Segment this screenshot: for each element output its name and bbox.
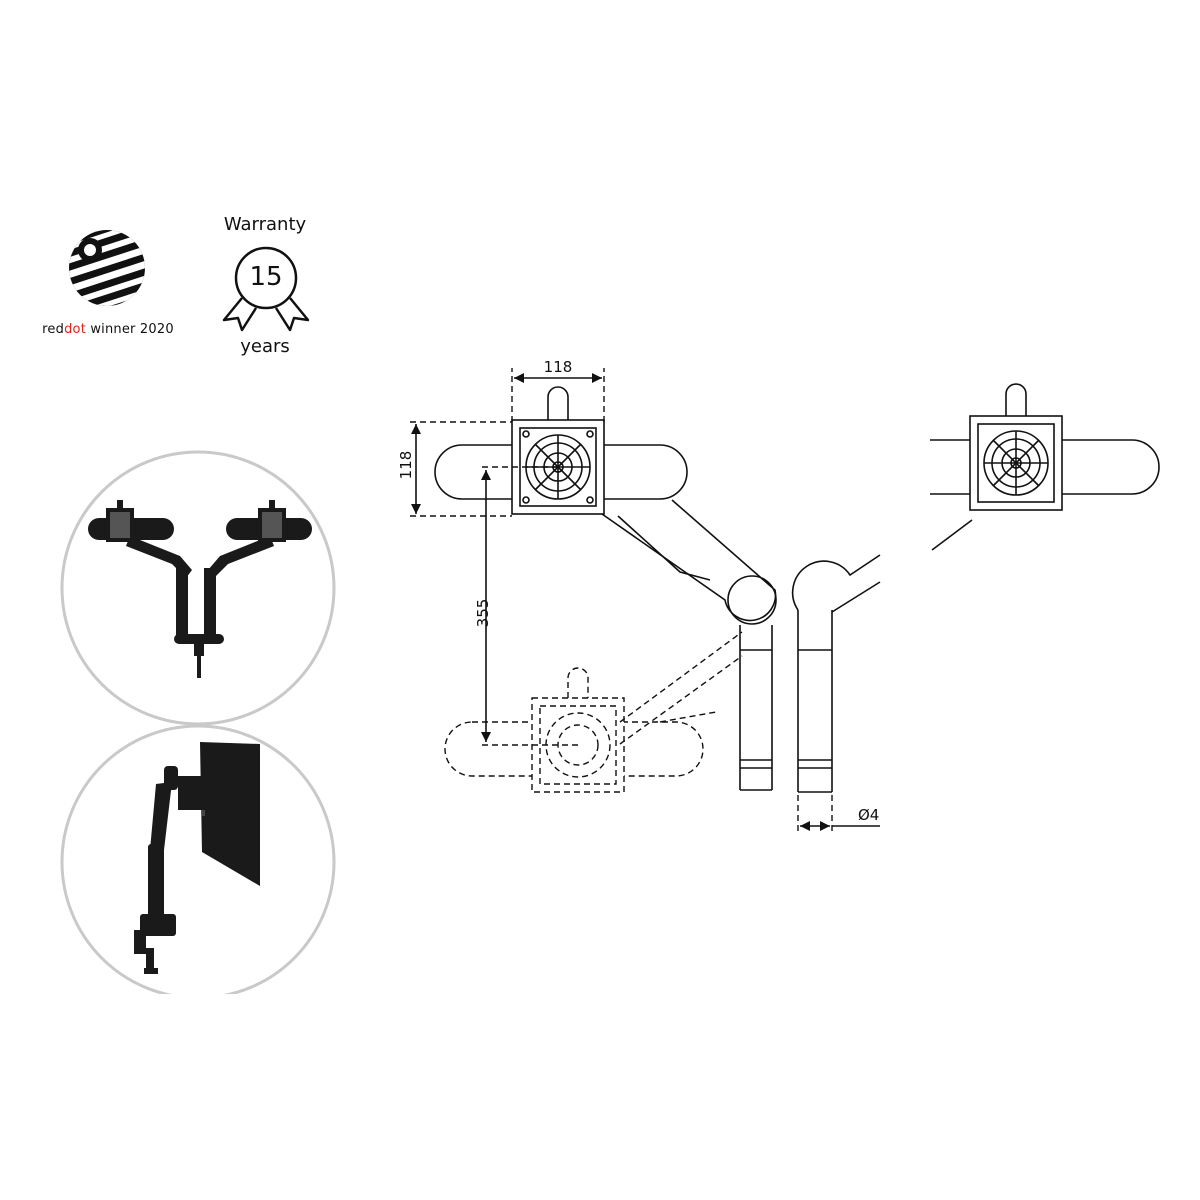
warranty-number: 15 bbox=[249, 262, 283, 292]
upper-tube bbox=[434, 444, 688, 500]
reddot-sphere-icon bbox=[69, 230, 145, 306]
dual-monitor-arm-photo bbox=[60, 450, 336, 726]
rosette-icon bbox=[222, 246, 310, 332]
dim-vesa-height: 118 bbox=[397, 450, 415, 480]
single-monitor-arm-with-screen-photo bbox=[60, 724, 336, 994]
dim-diameter: Ø4 bbox=[858, 806, 880, 824]
technical-drawing bbox=[410, 368, 1160, 835]
dim-vesa-width: 118 bbox=[543, 358, 573, 376]
dim-vertical-travel: 355 bbox=[474, 598, 492, 628]
reddot-caption: reddot winner 2020 bbox=[42, 322, 174, 337]
warranty-title: Warranty bbox=[223, 214, 307, 235]
warranty-years: years bbox=[240, 336, 290, 357]
